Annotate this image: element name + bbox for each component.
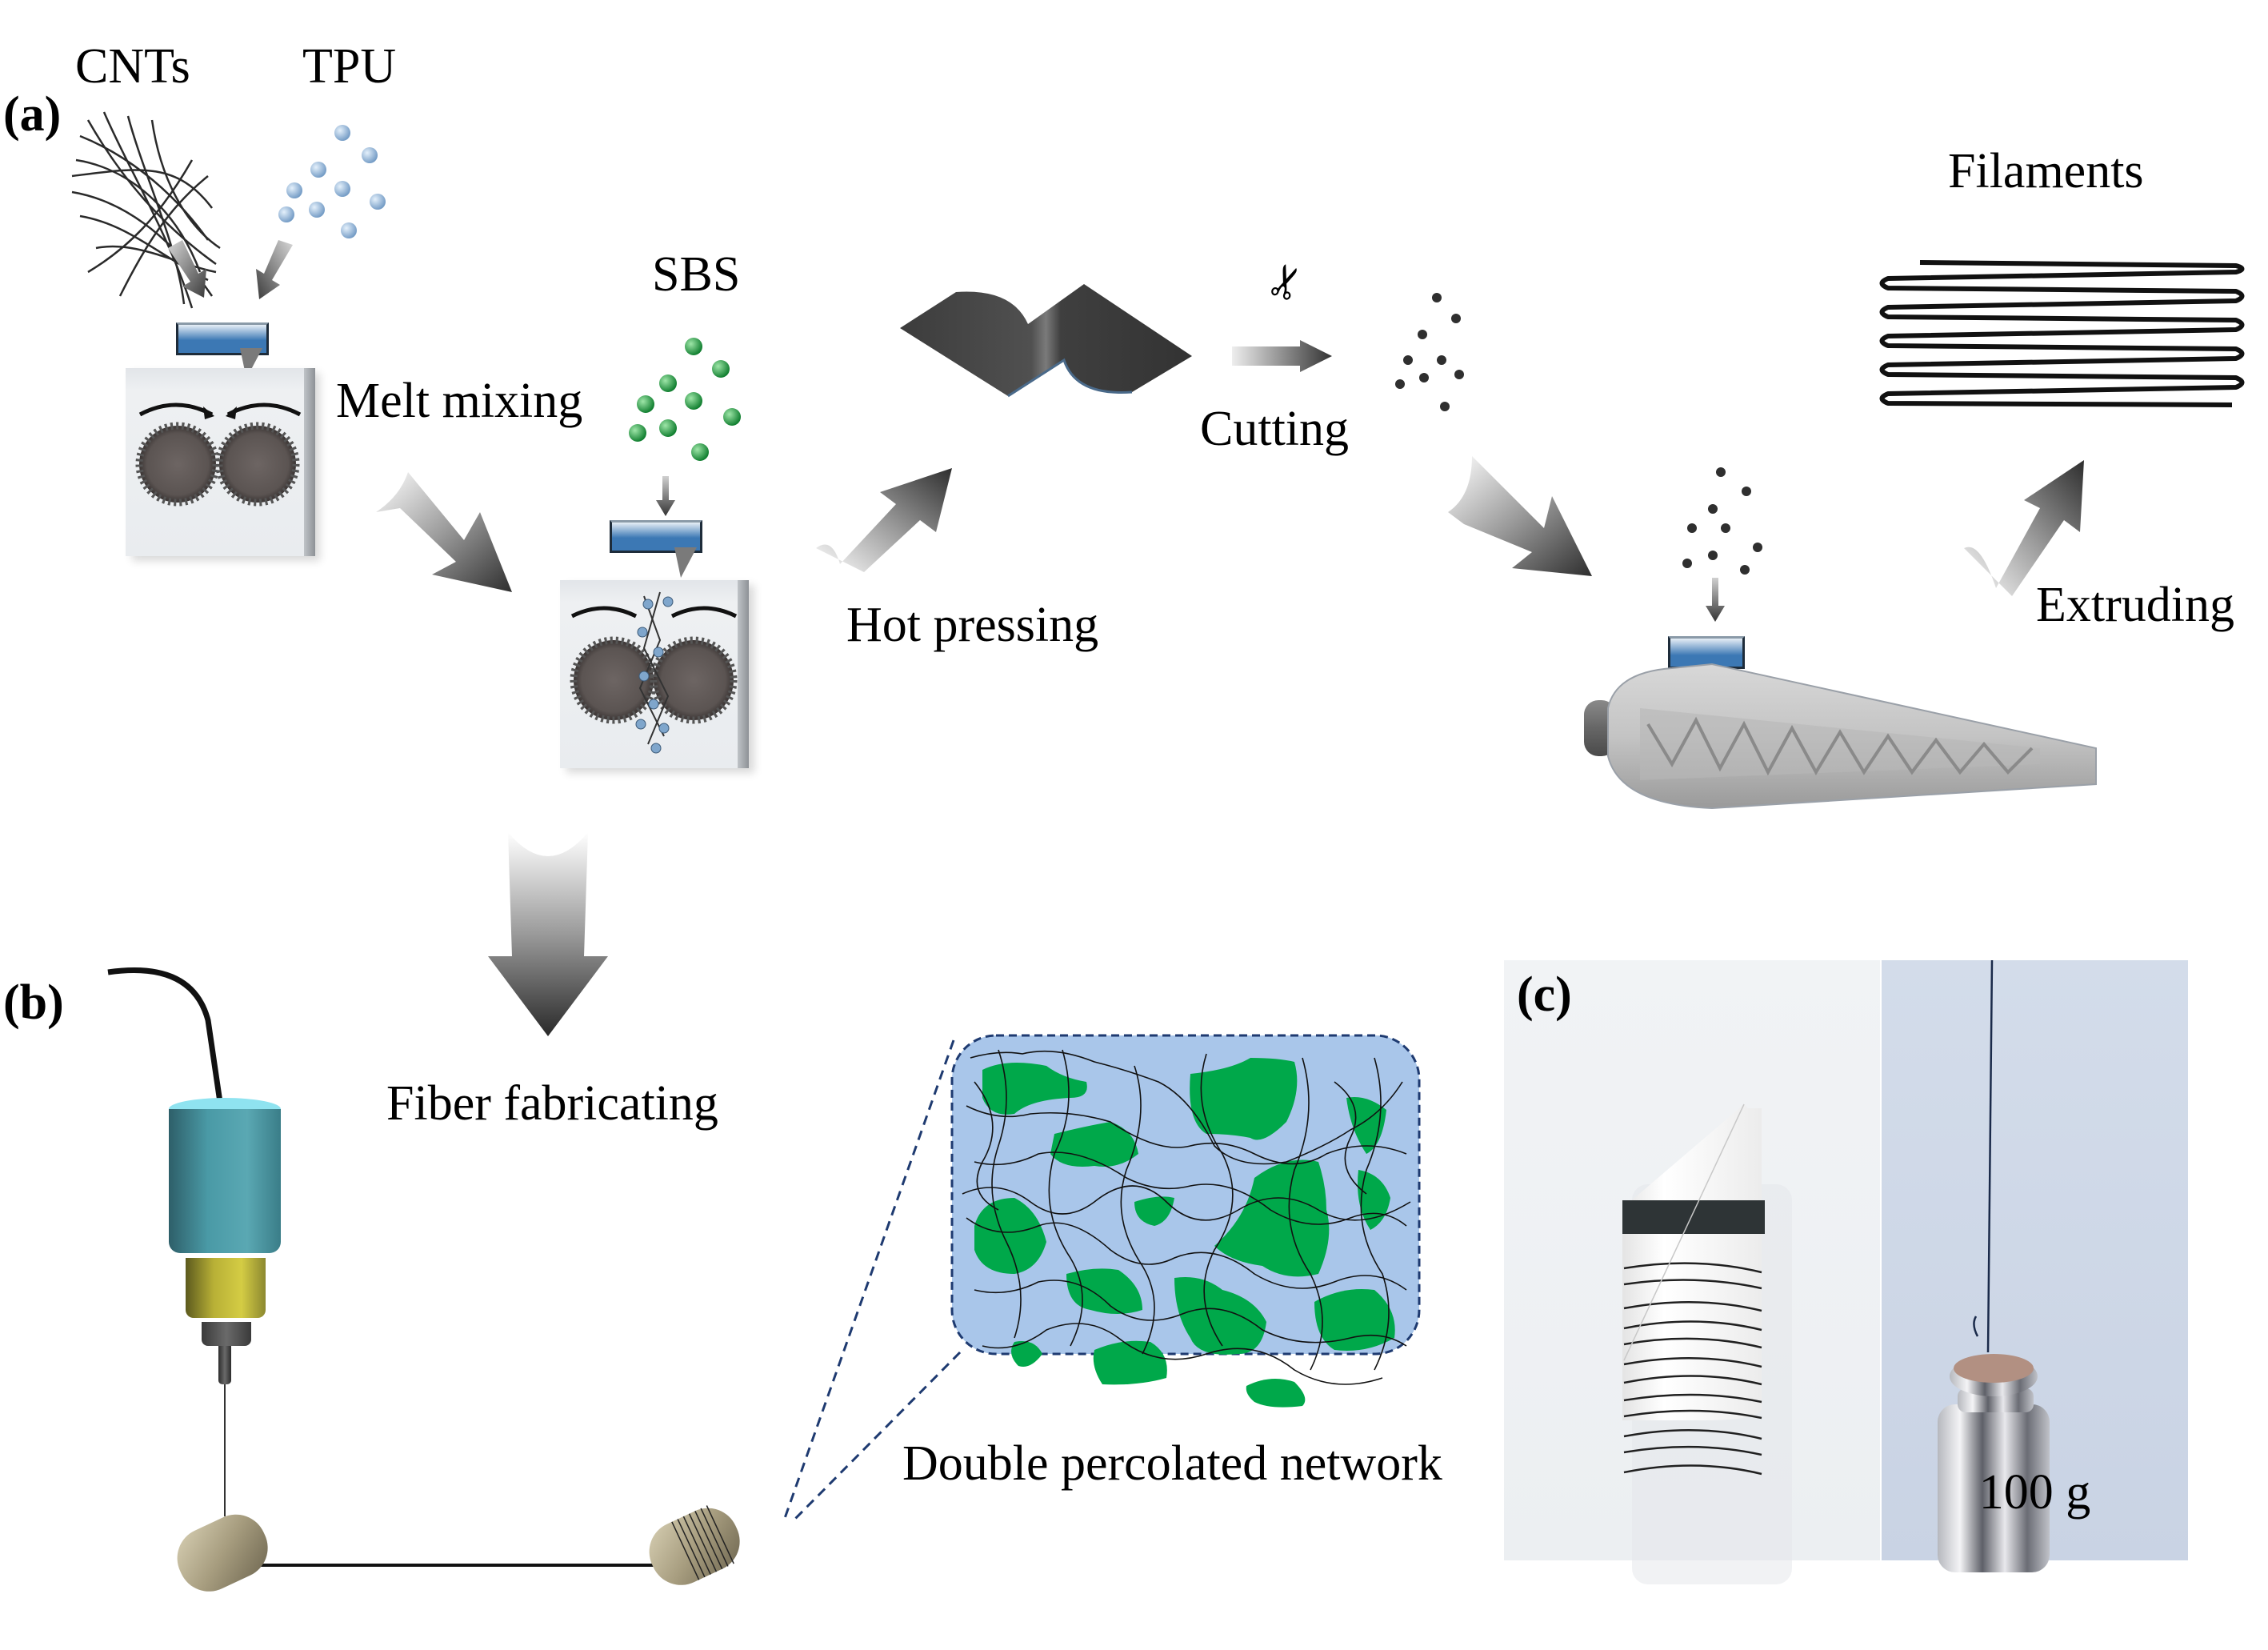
cutting-label: Cutting — [1200, 402, 1350, 456]
fiber-strand — [224, 1384, 226, 1516]
syringe-collar-icon — [186, 1258, 266, 1318]
nozzle-holder-icon — [202, 1322, 251, 1346]
flow-arrow-3-icon — [1448, 456, 1592, 576]
wound-spool-image — [1622, 1103, 1792, 1584]
sbs-beads-icon — [629, 338, 741, 461]
extruder-feed-arrow-icon — [1706, 578, 1725, 622]
panel-label-b: (b) — [3, 975, 64, 1030]
flow-arrow-1-icon — [376, 472, 512, 592]
nozzle-cable-icon — [107, 967, 229, 1141]
pellets-icon — [1395, 293, 1464, 411]
extruding-label: Extruding — [2036, 578, 2234, 632]
cnt-fibers-icon — [71, 111, 221, 309]
extruder-pellets-icon — [1682, 467, 1762, 575]
tpu-feed-arrow-icon — [256, 240, 293, 299]
tpu-label: TPU — [302, 39, 397, 94]
pressed-sheet-icon — [900, 284, 1192, 398]
double-percolated-network-diagram — [950, 1034, 1421, 1408]
fiber-fabricating-label: Fiber fabricating — [386, 1076, 718, 1131]
syringe-barrel-icon — [169, 1109, 281, 1253]
extruder-hopper-icon — [1668, 636, 1745, 669]
panel-label-c: (c) — [1517, 967, 1572, 1022]
photo-wound-fiber: (c) — [1504, 960, 1880, 1584]
photo-hanging-weight: 100 g — [1882, 959, 2188, 1572]
melt-mixer-1-side — [304, 368, 315, 556]
flow-arrow-4-icon — [1964, 460, 2084, 596]
hopper-2-chute-icon — [674, 547, 697, 578]
cut-arrow-icon — [1232, 340, 1332, 372]
cnt-feed-arrow-icon — [168, 240, 206, 298]
scissors-icon: ✂ — [1255, 255, 1318, 309]
filament-coil-icon — [1879, 260, 2245, 407]
network-label: Double percolated network — [902, 1436, 1442, 1491]
sbs-feed-arrow-icon — [656, 476, 675, 516]
mixer-2-rotors-icon — [570, 591, 738, 754]
melt-mixing-label: Melt mixing — [336, 374, 583, 428]
nozzle-tip-icon — [218, 1346, 231, 1384]
weight-label: 100 g — [1978, 1465, 2091, 1520]
weight-image — [1938, 959, 2050, 1572]
cnts-label: CNTs — [75, 39, 190, 94]
melt-mixer-2-side — [738, 580, 749, 768]
hopper-2-icon — [610, 520, 702, 553]
tpu-beads-icon — [278, 125, 386, 238]
hot-pressing-label: Hot pressing — [846, 598, 1099, 652]
extruder-barrel-icon — [1584, 663, 2097, 810]
collector-rollers-icon — [177, 1505, 791, 1592]
flow-arrow-2-icon — [816, 468, 952, 572]
filaments-label: Filaments — [1948, 144, 2144, 198]
cnt-network — [962, 1049, 1411, 1385]
mixer-1-rotors-icon — [135, 402, 302, 507]
flow-arrow-down-icon — [488, 832, 608, 1036]
panel-label-a: (a) — [3, 87, 62, 142]
zoom-callout-lines — [782, 1039, 962, 1524]
sbs-label: SBS — [652, 247, 741, 302]
